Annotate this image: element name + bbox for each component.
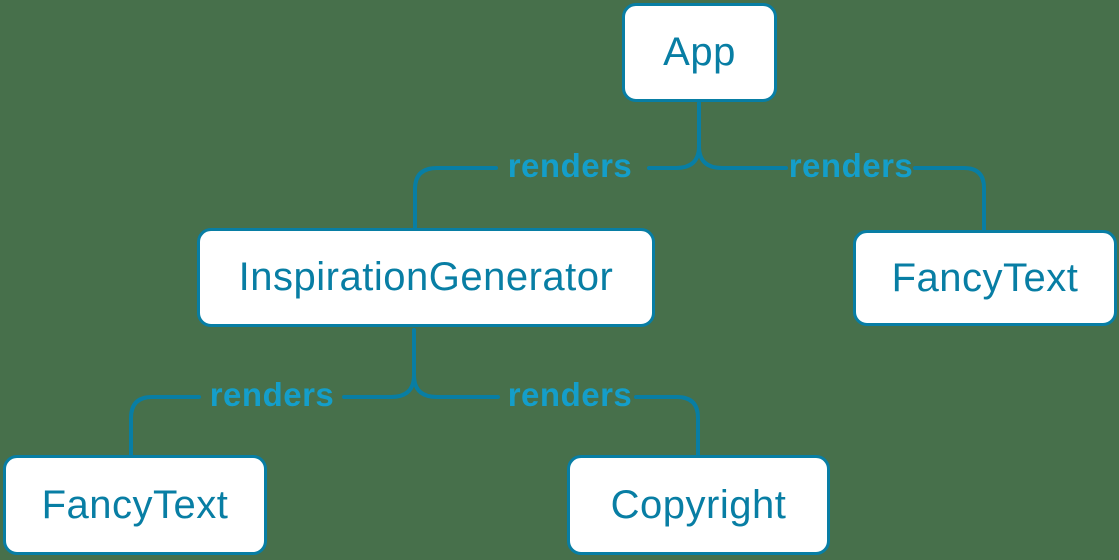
node-fancy-text-right: FancyText bbox=[853, 230, 1117, 326]
edge-inspiration-to-copyright-drop bbox=[634, 395, 700, 458]
edge-inspiration-to-copyright-right-flare bbox=[412, 373, 500, 399]
node-fancy-text-left: FancyText bbox=[3, 455, 267, 555]
edge-app-to-inspiration-left-flare bbox=[647, 144, 701, 170]
node-inspiration-generator: InspirationGenerator bbox=[197, 228, 655, 327]
node-copyright: Copyright bbox=[567, 455, 830, 555]
edge-label-app-fancytext: renders bbox=[788, 147, 914, 184]
edge-app-to-inspiration-drop bbox=[413, 166, 498, 230]
edge-inspiration-to-fancytext-drop bbox=[129, 395, 201, 458]
node-app: App bbox=[622, 3, 777, 102]
edge-label-app-inspiration: renders bbox=[507, 147, 633, 184]
edge-label-inspiration-copyright: renders bbox=[507, 376, 633, 413]
edge-app-to-fancytext-drop bbox=[913, 166, 986, 233]
edge-label-inspiration-fancytext: renders bbox=[209, 376, 335, 413]
edge-app-to-fancytext-right-flare bbox=[697, 144, 788, 170]
edge-inspiration-to-fancytext-left-flare bbox=[342, 373, 416, 399]
